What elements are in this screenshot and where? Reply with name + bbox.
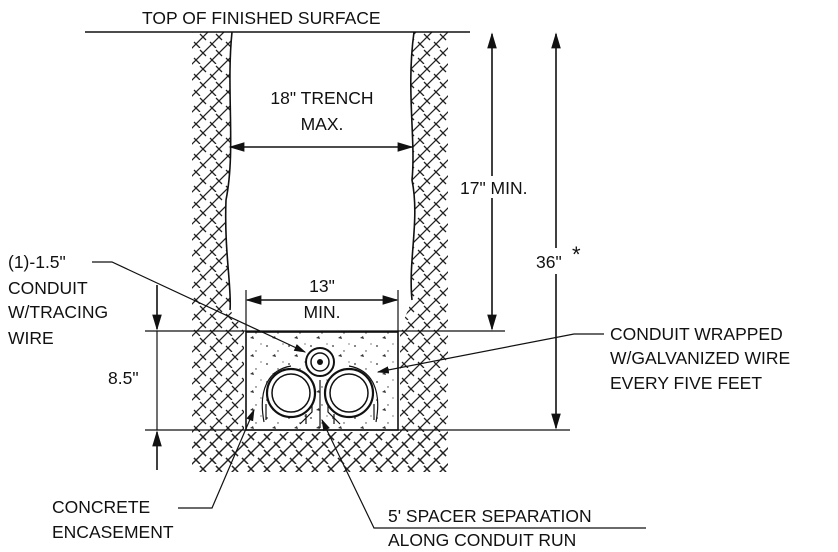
spacer-label-1: 5' SPACER SEPARATION [388, 506, 592, 526]
wrapped-label-3: EVERY FIVE FEET [610, 373, 762, 393]
galvanized-wire-wrap [261, 365, 379, 423]
soil-bottom [192, 432, 448, 472]
encasement-width-label-1: 13" [309, 276, 335, 296]
soil-right [192, 32, 448, 472]
encasement-height-label: 8.5" [108, 368, 139, 388]
small-conduit-label-3: W/TRACING [8, 302, 108, 322]
trench-wall-left [224, 31, 233, 311]
trench-width-label-1: 18" TRENCH [270, 88, 373, 108]
top-surface-label: TOP OF FINISHED SURFACE [142, 8, 381, 28]
wrapped-label-1: CONDUIT WRAPPED [610, 324, 783, 344]
spacer-label-2: ALONG CONDUIT RUN [388, 530, 576, 550]
depth-17-label: 17" MIN. [460, 178, 527, 198]
concrete-label-2: ENCASEMENT [52, 522, 174, 542]
small-conduit [305, 347, 335, 377]
soil-left [192, 32, 244, 430]
encasement-width-label-2: MIN. [304, 302, 341, 322]
concrete-label-1: CONCRETE [52, 497, 150, 517]
spacer-leader [321, 418, 384, 529]
concrete-leader [178, 408, 255, 509]
small-conduit-label-2: CONDUIT [8, 278, 88, 298]
depth-36-label: 36" [536, 252, 562, 272]
spacer [299, 380, 341, 428]
large-conduit-left [265, 367, 317, 419]
large-conduit-right [323, 367, 375, 419]
concrete-encasement [245, 331, 399, 431]
wrapped-leader [376, 333, 604, 374]
trench-wall-right [409, 31, 416, 301]
small-conduit-label-1: (1)-1.5" [8, 252, 66, 272]
wrapped-label-2: W/GALVANIZED WIRE [610, 348, 790, 368]
trench-width-label-2: MAX. [301, 114, 344, 134]
small-conduit-leader [92, 261, 307, 353]
small-conduit-label-4: WIRE [8, 328, 54, 348]
depth-36-asterisk: * [572, 242, 581, 267]
